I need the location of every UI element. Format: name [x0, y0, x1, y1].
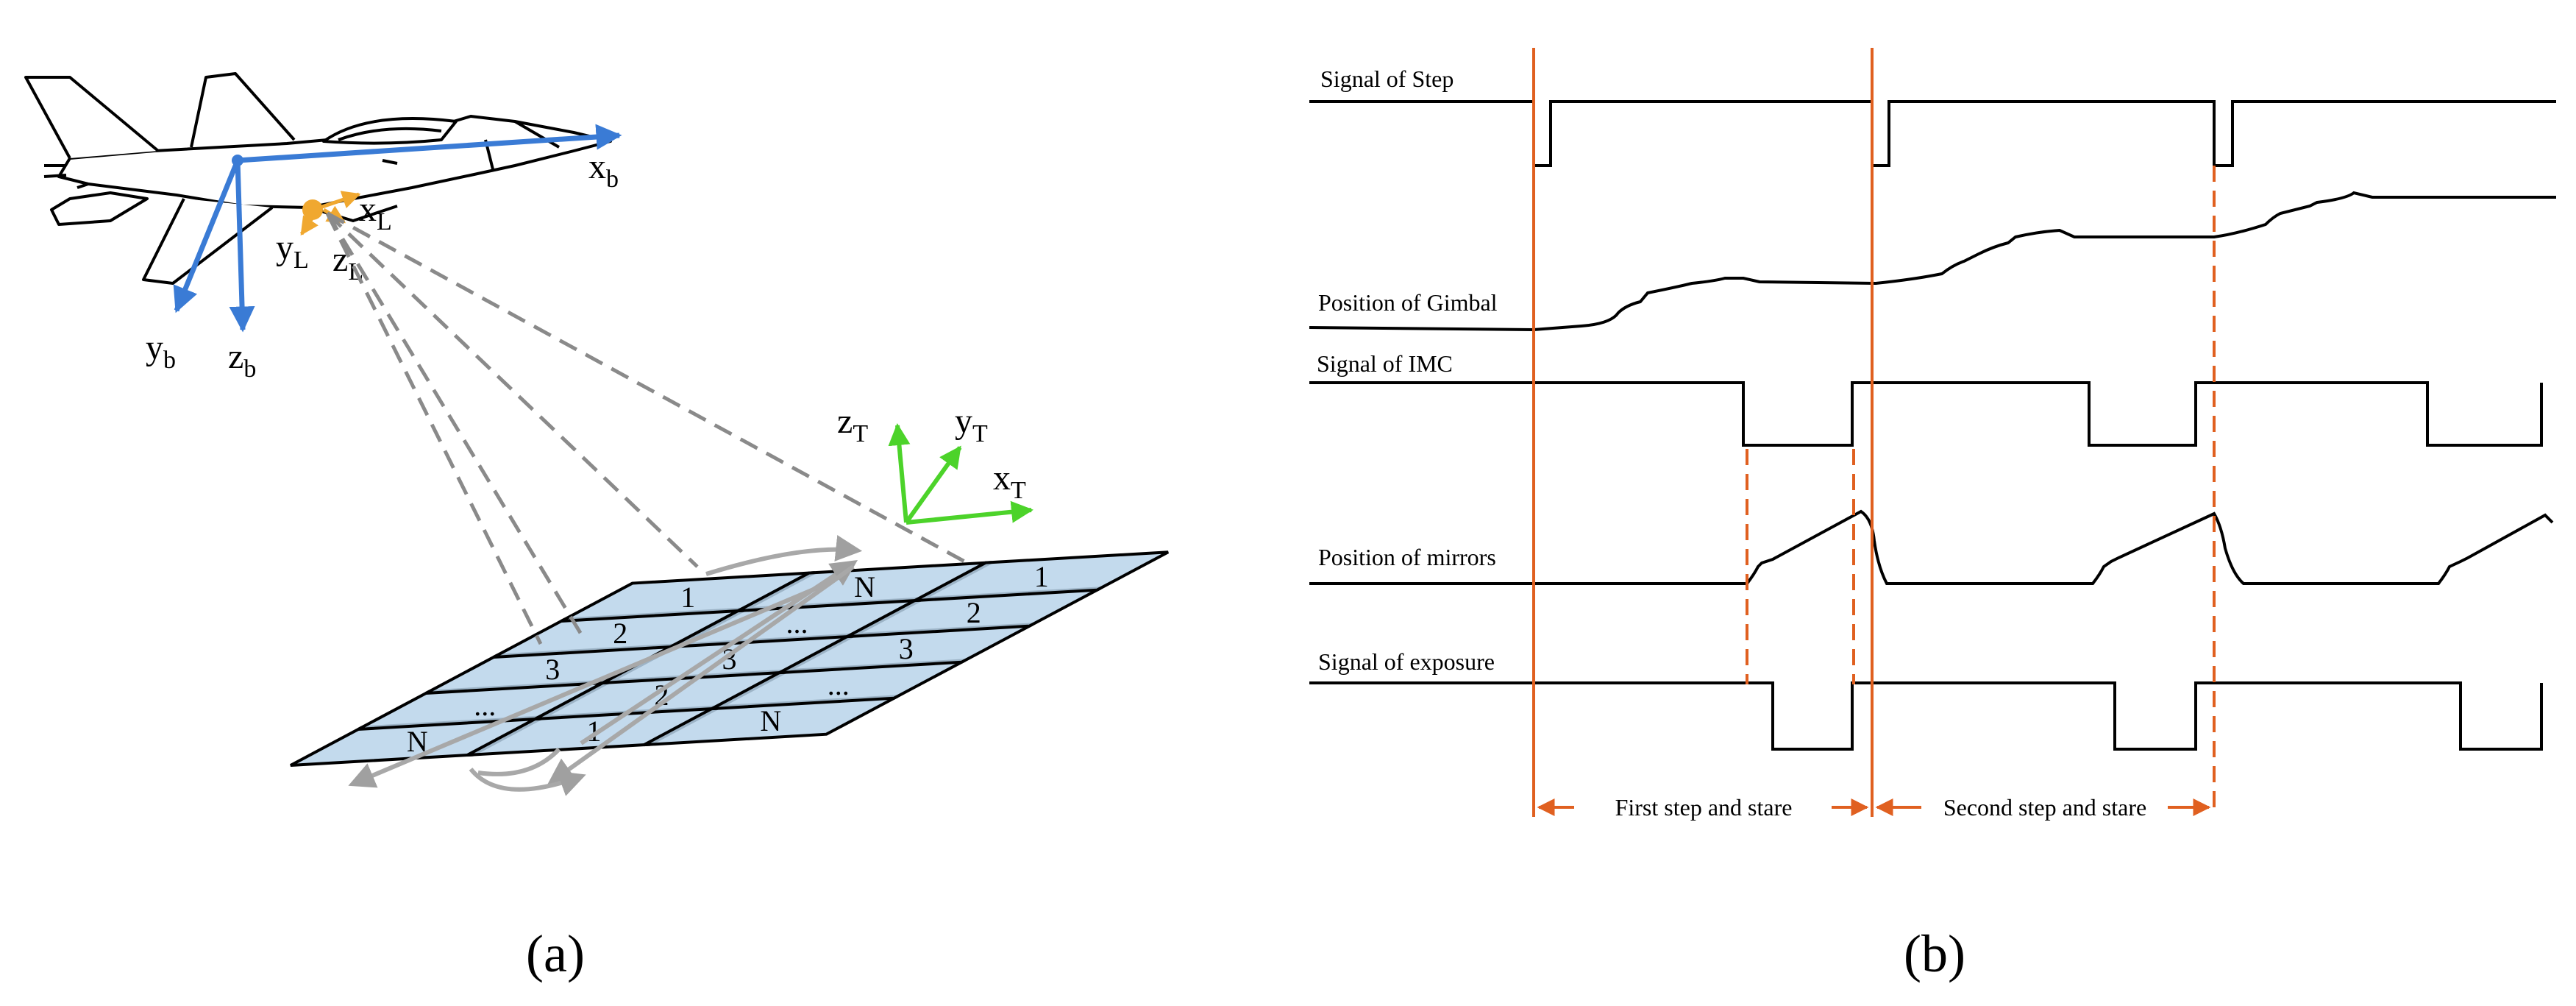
tile-label: 2 — [967, 596, 981, 629]
body-z-label: zb — [228, 337, 256, 383]
scan-arrow-bottom — [469, 768, 586, 796]
ground-tile — [914, 550, 1170, 603]
tile-label: 1 — [680, 581, 695, 614]
camera-icon — [302, 199, 323, 220]
target-z-label: zT — [837, 402, 868, 447]
interval-label-first: First step and stare — [1615, 794, 1793, 821]
scan-arrow-diag — [547, 564, 855, 785]
interval-label-second: Second step and stare — [1943, 794, 2146, 821]
target-y-axis — [904, 445, 962, 524]
label-signal-of-step: Signal of Step — [1320, 65, 1454, 92]
aircraft-icon — [24, 72, 612, 285]
target-z-axis — [888, 423, 911, 523]
scan-arrow-top — [705, 535, 863, 576]
tile-label: N — [760, 704, 781, 737]
label-position-of-gimbal: Position of Gimbal — [1318, 289, 1498, 316]
lens-x-axis — [317, 191, 361, 210]
label-signal-of-exposure: Signal of exposure — [1318, 648, 1495, 675]
target-axes: zT yT xT — [837, 402, 1033, 525]
tile-label: ... — [474, 689, 496, 722]
lens-y-axis — [299, 208, 320, 236]
ray-mid — [326, 212, 699, 568]
ray-mid-left — [325, 212, 587, 642]
scan-arrows — [348, 535, 863, 796]
tile-label: 3 — [899, 632, 914, 665]
tile-label: ... — [828, 668, 850, 701]
interval-label-bg-second — [1921, 795, 2168, 820]
trace-signal-of-exposure — [1309, 681, 2543, 751]
trace-position-of-gimbal — [1309, 191, 2556, 332]
target-x-label: xT — [993, 458, 1026, 504]
label-signal-of-imc: Signal of IMC — [1317, 350, 1453, 377]
trace-position-of-mirrors — [1309, 509, 2554, 585]
body-y-axis — [173, 159, 241, 314]
ray-far-right — [326, 211, 969, 565]
panel-b: Signal of Step Position of Gimbal Signal… — [1309, 48, 2556, 983]
label-position-of-mirrors: Position of mirrors — [1318, 544, 1496, 570]
lens-y-label: yL — [276, 228, 309, 274]
trace-signal-of-step — [1309, 100, 2556, 167]
interval-label-bg-first — [1574, 795, 1832, 820]
tile-label: 2 — [613, 617, 627, 650]
lens-x-label: xL — [359, 190, 392, 235]
body-x-label: xb — [588, 147, 619, 193]
body-x-axis — [237, 124, 622, 163]
tile-label: N — [854, 570, 875, 603]
target-x-axis — [905, 500, 1033, 525]
caption-b: (b) — [1904, 924, 1965, 983]
body-axes: xb yb zb — [146, 124, 622, 383]
tile-label: 1 — [1034, 560, 1049, 593]
scan-arrow-down — [348, 583, 825, 788]
view-rays — [325, 211, 969, 645]
body-z-axis — [229, 160, 255, 333]
tile-label: 3 — [545, 653, 560, 686]
caption-a: (a) — [526, 924, 585, 983]
trace-signal-of-imc — [1309, 381, 2543, 447]
body-y-label: yb — [146, 328, 176, 374]
ray-left — [325, 212, 543, 645]
target-y-label: yT — [955, 402, 988, 447]
